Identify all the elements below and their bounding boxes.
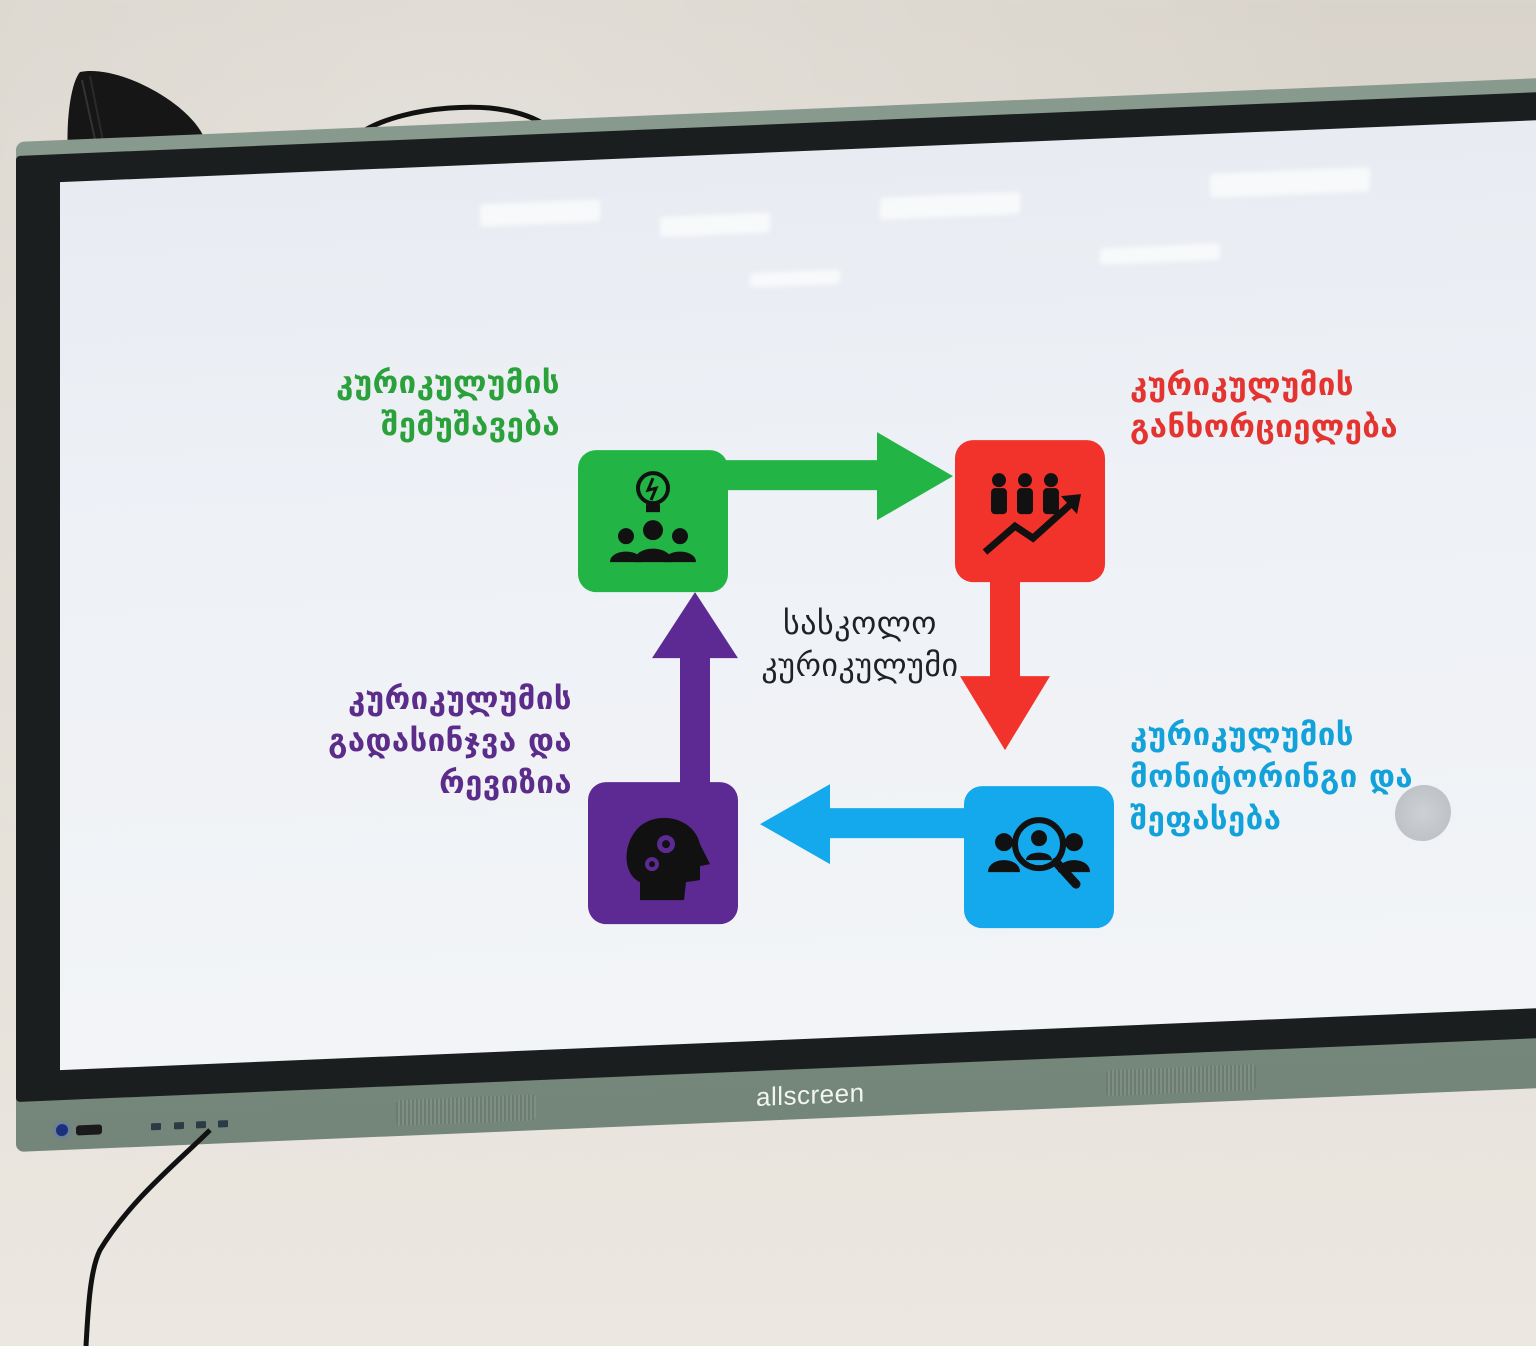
cable <box>83 1128 212 1346</box>
label-line: შეფასება <box>1130 801 1282 838</box>
label-curriculum-implementation: კურიკულუმის განხორციელება <box>1130 364 1398 448</box>
label-curriculum-development: კურიკულუმის შემუშავება <box>290 362 560 446</box>
head-gears-icon <box>626 817 710 901</box>
magnifier-people-icon <box>988 817 1090 889</box>
tile-development <box>578 450 728 593</box>
arrow-left-blue <box>760 784 990 865</box>
tile-monitoring <box>964 786 1114 929</box>
lightbulb-team-icon <box>610 471 696 563</box>
label-line: შემუშავება <box>381 407 560 444</box>
label-line: კურიკულუმის <box>1130 717 1354 754</box>
display-screen: კურიკულუმის შემუშავება კურიკულუმის განხო… <box>60 119 1536 1071</box>
speaker-grill <box>396 1094 536 1127</box>
label-line: გადასინჯვა და <box>328 723 572 760</box>
interactive-display: კურიკულუმის შემუშავება კურიკულუმის განხო… <box>16 77 1536 1153</box>
tile-implementation <box>955 440 1105 583</box>
label-line: კურიკულუმის <box>1130 367 1354 404</box>
arrow-right-green <box>725 432 953 521</box>
power-indicator-icon[interactable] <box>56 1123 68 1137</box>
slide: კურიკულუმის შემუშავება კურიკულუმის განხო… <box>60 182 1536 1070</box>
label-line: მონიტორინგი და <box>1130 759 1414 796</box>
label-line: რევიზია <box>439 765 572 802</box>
arrow-up-purple <box>652 592 738 793</box>
speaker-grill <box>1106 1064 1256 1097</box>
brand-logo: allscreen <box>756 1077 865 1112</box>
label-line: განხორციელება <box>1130 409 1399 446</box>
tile-revision <box>588 782 738 925</box>
label-curriculum-monitoring: კურიკულუმის მონიტორინგი და შეფასება <box>1130 714 1413 840</box>
webcam-speaker-device <box>67 70 206 154</box>
label-line: კურიკულუმის <box>348 681 572 718</box>
display-bezel: კურიკულუმის შემუშავება კურიკულუმის განხო… <box>16 91 1536 1102</box>
people-growth-icon <box>982 473 1081 555</box>
label-curriculum-revision: კურიკულუმის გადასინჯვა და რევიზია <box>292 678 572 804</box>
label-line: კურიკულუმის <box>336 365 560 402</box>
